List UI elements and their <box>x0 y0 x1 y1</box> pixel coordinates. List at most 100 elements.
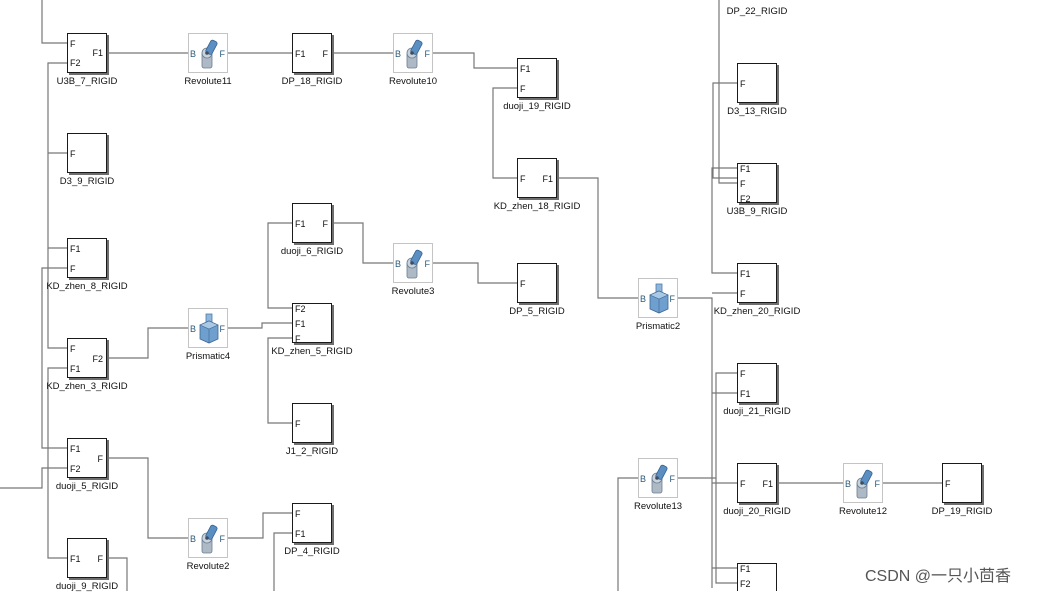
connection-line <box>711 167 737 274</box>
port-f: F <box>322 219 329 229</box>
prismatic2-joint[interactable]: B F <box>638 278 678 318</box>
kd-zhen-3-rigid-block[interactable]: F F1 F2 <box>67 338 107 378</box>
block-label: duoji_5_RIGID <box>55 481 119 492</box>
port-f1: F1 <box>520 64 531 74</box>
port-f: F <box>874 479 881 489</box>
port-f1: F1 <box>762 479 773 489</box>
duoji-6-rigid-block[interactable]: F1 F <box>292 203 332 243</box>
port-b: B <box>640 474 647 484</box>
port-f1: F1 <box>70 244 81 254</box>
revolute13-joint[interactable]: B F <box>638 458 678 498</box>
joint-label: Prismatic4 <box>185 351 231 362</box>
port-b: B <box>190 324 197 334</box>
joint-label: Revolute13 <box>633 501 683 512</box>
port-f: F <box>424 49 431 59</box>
block-label: DP_5_RIGID <box>509 306 565 317</box>
connection-line <box>558 177 638 299</box>
revolute-joint-icon <box>406 39 423 69</box>
bottom-right-partial-block[interactable]: F1 F2 <box>737 563 777 591</box>
block-label: DP_19_RIGID <box>931 506 993 517</box>
dp-19-rigid-block[interactable]: F <box>942 463 982 503</box>
port-f: F <box>669 294 676 304</box>
port-f1: F1 <box>542 174 553 184</box>
joint-label: Revolute12 <box>838 506 888 517</box>
port-f2: F2 <box>295 304 306 314</box>
duoji-21-rigid-block[interactable]: F F1 <box>737 363 777 403</box>
block-label: D3_9_RIGID <box>59 176 115 187</box>
dp-5-rigid-block[interactable]: F <box>517 263 557 303</box>
connection-line <box>712 82 737 179</box>
port-f1: F1 <box>70 554 81 564</box>
port-b: B <box>640 294 647 304</box>
port-f: F <box>295 509 301 519</box>
connection-line <box>108 327 188 359</box>
dp-4-rigid-block[interactable]: F F1 <box>292 503 332 543</box>
block-label: KD_zhen_18_RIGID <box>493 201 581 212</box>
port-f: F <box>669 474 676 484</box>
port-f: F <box>520 174 526 184</box>
port-f2: F2 <box>740 579 751 589</box>
port-f: F <box>219 534 226 544</box>
kd-zhen-8-rigid-block[interactable]: F1 F <box>67 238 107 278</box>
connection-line <box>108 457 188 539</box>
connection-line <box>267 222 292 309</box>
port-f2: F2 <box>70 58 81 68</box>
block-label: U3B_9_RIGID <box>726 206 788 217</box>
port-b: B <box>395 259 402 269</box>
port-f: F <box>740 179 746 189</box>
port-f: F <box>740 369 746 379</box>
duoji-20-rigid-block[interactable]: F F1 <box>737 463 777 503</box>
revolute-joint-icon <box>201 39 218 69</box>
port-f: F <box>97 454 104 464</box>
port-f1: F1 <box>70 444 81 454</box>
block-label: duoji_21_RIGID <box>723 406 791 417</box>
port-f: F <box>97 554 104 564</box>
d3-9-rigid-block[interactable]: F <box>67 133 107 173</box>
port-f1: F1 <box>92 48 103 58</box>
revolute11-joint[interactable]: B F <box>188 33 228 73</box>
duoji-19-rigid-block[interactable]: F1 F <box>517 58 557 98</box>
kd-zhen-18-rigid-block[interactable]: F F1 <box>517 158 557 198</box>
block-label: KD_zhen_8_RIGID <box>46 281 128 292</box>
port-f1: F1 <box>740 389 751 399</box>
port-f2: F2 <box>70 464 81 474</box>
port-f: F <box>740 289 746 299</box>
revolute3-joint[interactable]: B F <box>393 243 433 283</box>
d3-13-rigid-block[interactable]: F <box>737 63 777 103</box>
revolute12-joint[interactable]: B F <box>843 463 883 503</box>
j1-2-rigid-block[interactable]: F <box>292 403 332 443</box>
prismatic4-joint[interactable]: B F <box>188 308 228 348</box>
connection-line <box>0 467 67 489</box>
duoji-9-rigid-block[interactable]: F1 F <box>67 538 107 578</box>
connection-line <box>47 367 67 559</box>
block-label: DP_22_RIGID <box>726 6 788 17</box>
connection-line <box>108 557 128 591</box>
port-f: F <box>424 259 431 269</box>
revolute2-joint[interactable]: B F <box>188 518 228 558</box>
connection-line <box>718 0 737 184</box>
connection-line <box>47 248 67 349</box>
port-f: F <box>219 49 226 59</box>
u3b-7-rigid-block[interactable]: F F2 F1 <box>67 33 107 73</box>
block-label: J1_2_RIGID <box>285 446 339 457</box>
revolute10-joint[interactable]: B F <box>393 33 433 73</box>
port-f1: F1 <box>740 164 751 174</box>
port-b: B <box>395 49 402 59</box>
dp-18-rigid-block[interactable]: F1 F <box>292 33 332 73</box>
connection-line <box>267 337 292 424</box>
block-label: D3_13_RIGID <box>727 106 787 117</box>
port-f1: F1 <box>295 529 306 539</box>
port-f1: F1 <box>740 564 751 574</box>
prismatic-joint-icon <box>199 313 219 344</box>
kd-zhen-5-rigid-block[interactable]: F2 F1 F <box>292 303 332 344</box>
port-f1: F1 <box>295 319 306 329</box>
duoji-5-rigid-block[interactable]: F1 F2 F <box>67 438 107 478</box>
u3b-9-rigid-block[interactable]: F1 F F2 <box>737 163 777 204</box>
port-f: F <box>70 149 76 159</box>
connection-line <box>333 222 393 264</box>
joint-label: Revolute2 <box>186 561 230 572</box>
joint-label: Revolute11 <box>184 76 232 87</box>
connection-line <box>617 477 638 591</box>
kd-zhen-20-rigid-block[interactable]: F1 F <box>737 263 777 303</box>
